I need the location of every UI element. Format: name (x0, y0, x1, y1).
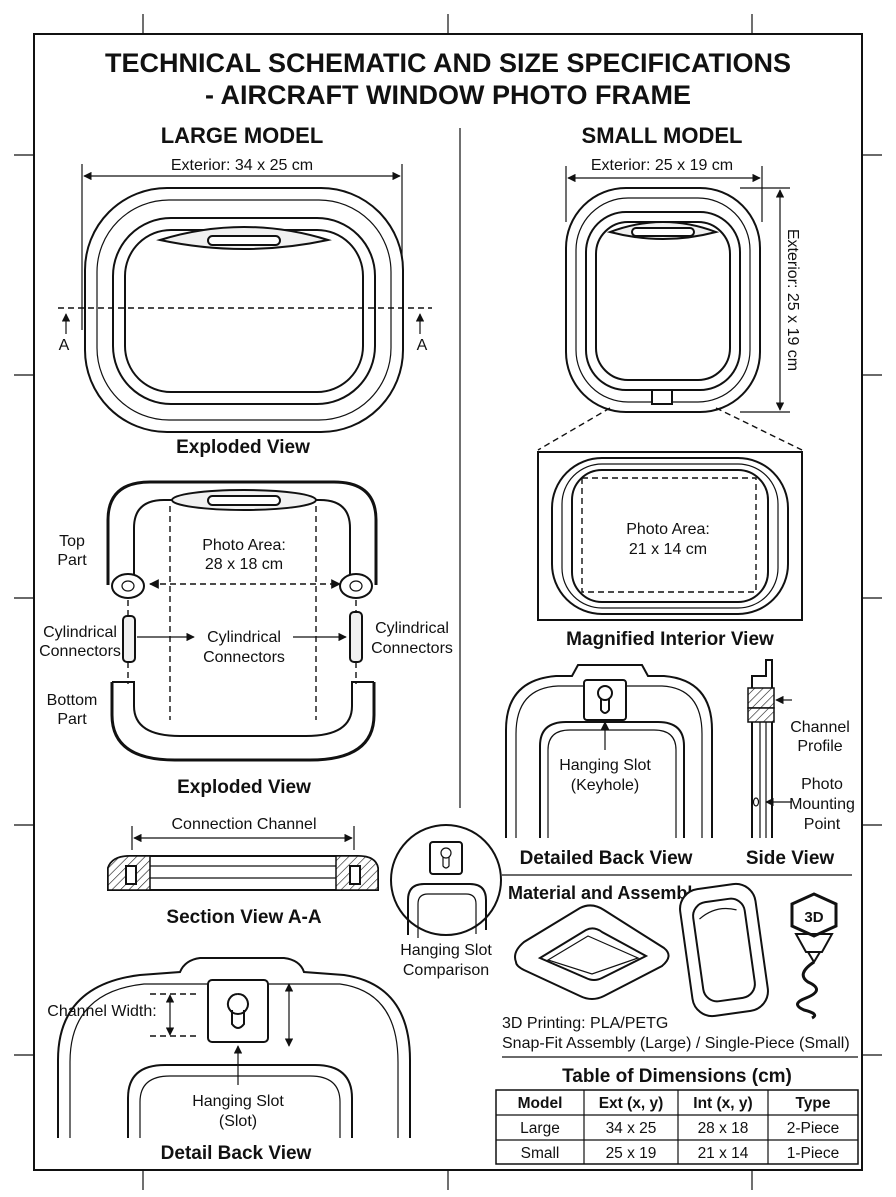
table-header-ext: Ext (x, y) (599, 1095, 664, 1112)
title-line-1: TECHNICAL SCHEMATIC AND SIZE SPECIFICATI… (105, 48, 791, 78)
connection-channel-label: Connection Channel (172, 816, 317, 833)
small-top-slot-icon (631, 227, 695, 237)
channel-profile-line2: Profile (797, 738, 842, 755)
title-line-2: - AIRCRAFT WINDOW PHOTO FRAME (205, 80, 691, 110)
small-photo-area-line1: Photo Area: (626, 521, 710, 538)
magnified-caption: Magnified Interior View (566, 629, 774, 650)
right-cylindrical-connector (349, 611, 363, 663)
mounting-point-line2: Mounting (789, 796, 855, 813)
large-exploded-caption: Exploded View (177, 777, 311, 798)
mounting-point-line3: Point (804, 816, 841, 833)
connectors-left-line1: Cylindrical (43, 624, 117, 641)
top-part-line2: Part (57, 552, 87, 569)
small-detailed-back-view: Hanging Slot (Keyhole) (505, 664, 713, 838)
connectors-center-line2: Connectors (203, 649, 285, 666)
small-keyhole-icon (600, 699, 610, 714)
small-exterior-dimension: Exterior: 25 x 19 cm Exterior: 25 x 19 c… (565, 157, 801, 413)
small-hanging-slot-line1: Hanging Slot (559, 757, 651, 774)
connectors-left-line2: Connectors (39, 643, 121, 660)
table-header-type: Type (795, 1095, 830, 1112)
large-top-slot-icon (207, 235, 281, 246)
large-frame-front-view: A A (58, 187, 432, 433)
side-view-caption: Side View (746, 848, 835, 869)
table-cell-small-ext: 25 x 19 (606, 1145, 657, 1162)
magnified-interior-view: Photo Area: 21 x 14 cm (537, 451, 803, 621)
bottom-part-line2: Part (57, 711, 87, 728)
connectors-center-line1: Cylindrical (207, 629, 281, 646)
dimensions-table: Model Ext (x, y) Int (x, y) Type Large 3… (495, 1089, 859, 1165)
large-photo-area-line2: 28 x 18 cm (205, 556, 283, 573)
frame-upright-render (679, 882, 769, 1018)
large-exterior-label: Exterior: 34 x 25 cm (171, 157, 313, 174)
small-model-heading: SMALL MODEL (582, 123, 743, 148)
hanging-slot-comparison: Hanging Slot Comparison (390, 824, 502, 979)
keyhole-slot-icon (226, 993, 249, 1029)
small-photo-area-line2: 21 x 14 cm (629, 541, 707, 558)
channel-width-label: Channel Width: (47, 1003, 156, 1020)
top-left-connector-socket (111, 573, 145, 599)
small-exterior-vertical-label: Exterior: 25 x 19 cm (784, 229, 801, 371)
mounting-point-line1: Photo (801, 776, 843, 793)
comparison-line2: Comparison (403, 962, 489, 979)
top-right-connector-socket (339, 573, 373, 599)
detail-back-caption: Detail Back View (161, 1143, 312, 1164)
mounting-point-icon (752, 797, 760, 807)
large-front-caption: Exploded View (176, 437, 310, 458)
detailed-back-caption: Detailed Back View (520, 848, 693, 869)
table-cell-small-model: Small (521, 1145, 560, 1162)
large-exploded-view: Photo Area: 28 x 18 cm Top Part Cylindri… (39, 480, 453, 762)
large-photo-area-line1: Photo Area: (202, 537, 286, 554)
top-part-line1: Top (59, 533, 85, 550)
left-cylindrical-connector (122, 615, 136, 663)
page-frame (14, 14, 882, 1190)
table-cell-large-model: Large (520, 1120, 560, 1137)
section-marker-right: A (417, 337, 428, 354)
table-header-int: Int (x, y) (693, 1095, 752, 1112)
section-view-a-a: Connection Channel (107, 816, 379, 891)
3d-printer-nozzle-icon: 3D (790, 892, 838, 1020)
materials-heading: Material and Assembly: (508, 883, 708, 903)
3d-badge-label: 3D (804, 909, 823, 926)
small-side-view: Channel Profile Photo Mounting Point (747, 659, 855, 838)
large-hanging-slot-line2: (Slot) (219, 1113, 257, 1130)
detail-back-view: Channel Width: Hanging Slot (Slot) (47, 957, 411, 1138)
connectors-right-line1: Cylindrical (375, 620, 449, 637)
small-frame-front-view (537, 187, 803, 451)
table-cell-small-int: 21 x 14 (698, 1145, 749, 1162)
small-exterior-label: Exterior: 25 x 19 cm (591, 157, 733, 174)
large-model-heading: LARGE MODEL (161, 123, 324, 148)
table-header-model: Model (518, 1095, 563, 1112)
bottom-part-line1: Bottom (47, 692, 98, 709)
comparison-line1: Hanging Slot (400, 942, 492, 959)
table-cell-large-type: 2-Piece (787, 1120, 840, 1137)
table-cell-small-type: 1-Piece (787, 1145, 840, 1162)
table-cell-large-ext: 34 x 25 (606, 1120, 657, 1137)
materials-line1: 3D Printing: PLA/PETG (502, 1015, 668, 1032)
small-hanging-slot-line2: (Keyhole) (571, 777, 639, 794)
section-marker-left: A (59, 337, 70, 354)
table-cell-large-int: 28 x 18 (698, 1120, 749, 1137)
section-view-caption: Section View A-A (166, 907, 321, 928)
large-hanging-slot-line1: Hanging Slot (192, 1093, 284, 1110)
comparison-keyhole-icon (442, 857, 450, 869)
materials-line2: Snap-Fit Assembly (Large) / Single-Piece… (502, 1035, 850, 1052)
frame-isometric-render (514, 904, 670, 1000)
connectors-right-line2: Connectors (371, 640, 453, 657)
channel-profile-line1: Channel (790, 719, 850, 736)
table-title: Table of Dimensions (cm) (562, 1066, 792, 1087)
